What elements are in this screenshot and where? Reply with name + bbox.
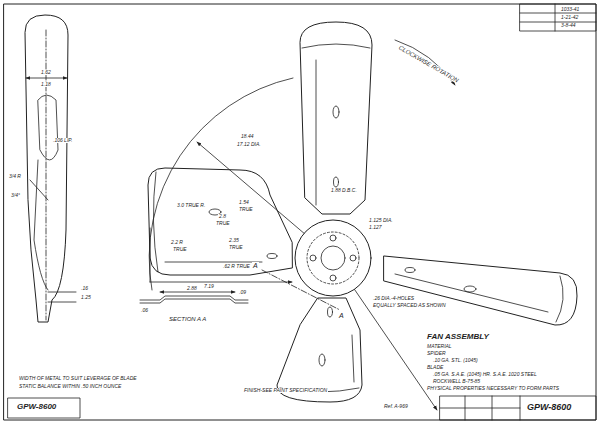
dimension-label: 1.18 xyxy=(40,82,52,87)
dimension-label: STATIC BALANCE WITHIN .50 INCH OUNCE xyxy=(18,384,122,389)
dimension-label: .62 R TRUE xyxy=(222,264,251,269)
blade xyxy=(277,298,362,402)
dimension-label: WIDTH OF METAL TO SUIT LEVERAGE OF BLADE xyxy=(18,376,138,381)
dimension-label: 2.35 xyxy=(228,238,240,243)
dimension-label: 3/4° xyxy=(10,193,21,198)
dimension-label: CLOCKWISE ROTATION xyxy=(397,44,460,84)
blade xyxy=(300,22,372,214)
dimension-label: 1.54 xyxy=(238,200,250,205)
dimension-label: TRUE xyxy=(172,247,188,252)
dimension-label: A xyxy=(252,262,259,269)
revision-block xyxy=(520,4,596,31)
section-profile xyxy=(140,228,292,303)
title-text: FAN ASSEMBLY xyxy=(426,333,490,341)
dimension-label: 2.2 R xyxy=(170,240,184,245)
dimension-label: 1.125 DIA. xyxy=(368,218,394,223)
dimension-label: 17.12 DIA. xyxy=(236,142,262,147)
dimension-label: TRUE xyxy=(238,207,254,212)
dimension-label: 3/4 R xyxy=(8,174,22,179)
diameter-arc xyxy=(149,78,293,290)
dimension-label: 18.44 xyxy=(240,134,255,139)
dimension-label: .10 GA. STL. (1045) xyxy=(432,358,479,363)
dimension-label: TRUE xyxy=(215,221,231,226)
dimension-label: BLADE xyxy=(426,365,444,370)
dimension-label: TRUE xyxy=(228,245,244,250)
dimension-label: .106 LIP. xyxy=(52,138,73,143)
dimension-label: SPIDER xyxy=(426,351,447,356)
dimension-label: 1.62 xyxy=(40,70,52,75)
dimension-label: A xyxy=(338,312,345,319)
dimension-label: Ref. A-969 xyxy=(383,404,409,409)
blade xyxy=(148,168,292,275)
dimension-label: .05 GA. S.A.E. (1045) HR. S.A.E. 1020 ST… xyxy=(432,372,538,377)
title-text: GPW-8600 xyxy=(16,403,57,411)
dimension-label: MATERIAL xyxy=(426,344,453,349)
dimension-label: 1-21-42 xyxy=(560,15,579,20)
section-line xyxy=(262,270,340,310)
dimension-label: FINISH-SEE PAINT SPECIFICATION xyxy=(243,388,328,393)
dimension-label: 3.0 TRUE R. xyxy=(176,203,206,208)
dimension-label: SECTION A A xyxy=(168,316,207,322)
blade xyxy=(384,256,577,325)
dimension-label: 1.88 D.B.C. xyxy=(330,188,358,193)
dimension-label: 7.19 xyxy=(203,284,215,289)
number-box xyxy=(8,398,80,418)
dimension-label: 1.25 xyxy=(80,295,92,300)
blade-side-view xyxy=(25,15,76,322)
hub-spider xyxy=(295,220,371,296)
sheet-border xyxy=(4,4,596,420)
title-text: GPW-8600 xyxy=(526,403,572,412)
dimension-label: .09 xyxy=(238,290,247,295)
dimension-label: .06 xyxy=(140,308,149,313)
dimension-label: 1.127 xyxy=(368,225,383,230)
dimension-label: 3-8-44 xyxy=(560,23,576,28)
dimension-label: ROCKWELL B-75-85 xyxy=(432,379,481,384)
dimension-label: 2.8 xyxy=(218,214,227,219)
dimension-label: EQUALLY SPACED AS SHOWN xyxy=(372,303,447,308)
dimension-label: .16 xyxy=(80,286,89,291)
dimension-label: 2.88 xyxy=(186,286,198,291)
dimension-label: .26 DIA.-4-HOLES xyxy=(372,296,415,301)
title-block xyxy=(440,396,596,420)
dimension-label: PHYSICAL PROPERTIES NECESSARY TO FORM PA… xyxy=(426,386,560,391)
dimension-label: 1033-41 xyxy=(560,7,580,12)
